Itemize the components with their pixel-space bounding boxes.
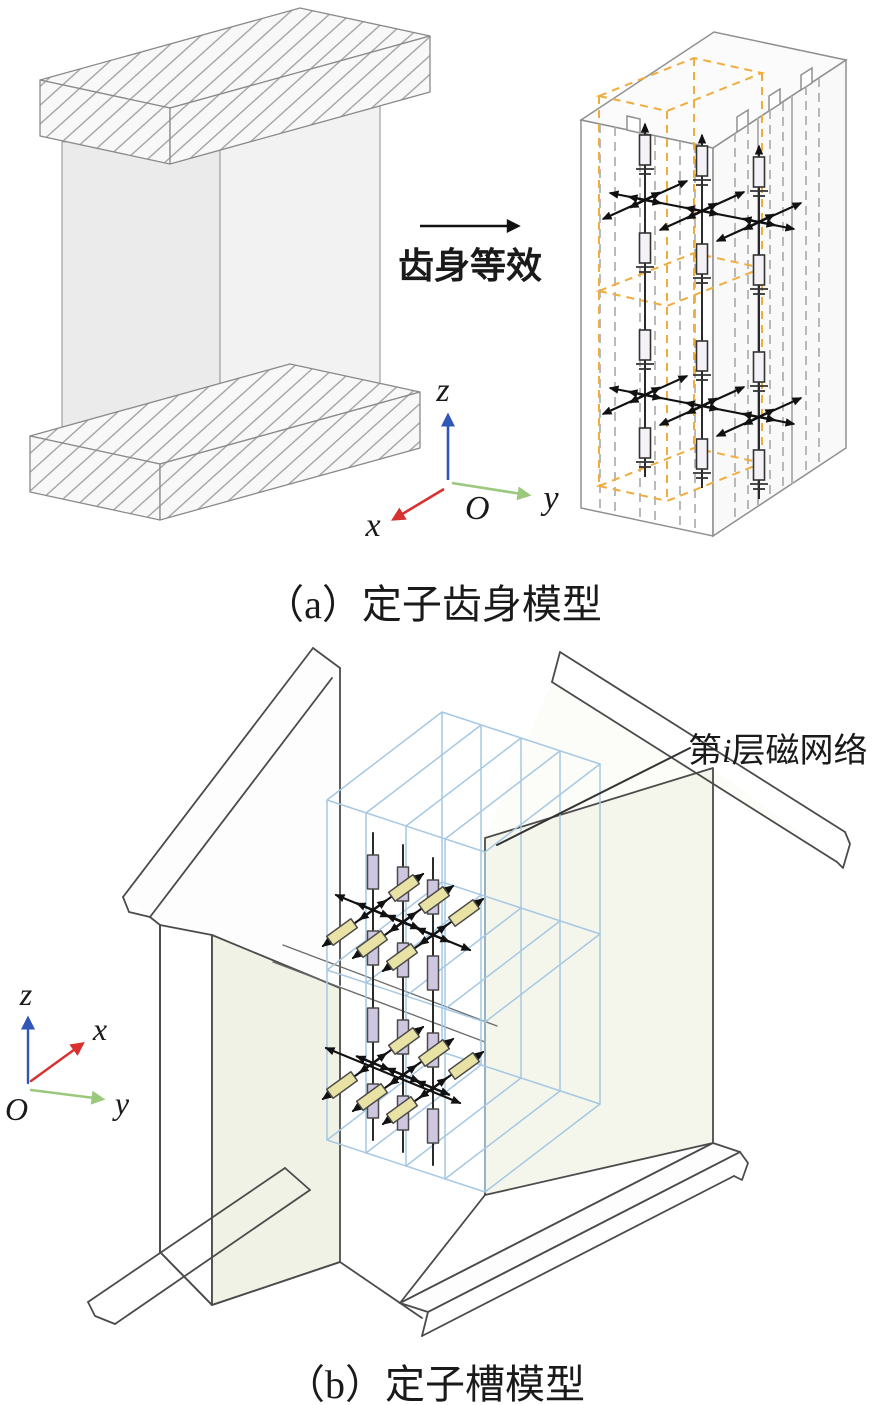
left-tooth-outline: [87, 647, 341, 1325]
panel-a-caption: （a）定子齿身模型: [264, 582, 602, 627]
z-axis-label: z: [435, 372, 449, 409]
coordinate-axes-b: z x y O: [5, 976, 130, 1127]
equivalence-arrow-group: 齿身等效: [398, 219, 542, 286]
layer-annotation: 第i层磁网络: [496, 732, 867, 846]
tooth-magnetic-network: [601, 122, 803, 499]
y-axis-label: y: [540, 480, 559, 517]
x-axis-arrow-b: [29, 1041, 85, 1083]
x-axis-arrow: [390, 487, 445, 521]
annotation-index: i: [722, 733, 731, 770]
right-tooth-front-face: [484, 767, 714, 1196]
origin-label: O: [465, 490, 490, 527]
y-axis-arrow-b: [29, 1088, 106, 1105]
origin-label-b: O: [5, 1091, 28, 1127]
panel-b-stator-slot-model: 第i层磁网络 z x y O （b）定子槽模型: [5, 647, 867, 1405]
right-tooth-outline: [339, 651, 851, 1337]
x-axis-label-b: x: [92, 1011, 107, 1047]
y-axis-arrow: [451, 481, 532, 501]
annotation-text: 第i层磁网络: [688, 732, 867, 770]
panel-b-caption: （b）定子槽模型: [285, 1362, 585, 1405]
left-tooth-slot-face-green: [211, 934, 341, 1306]
panel-a-stator-tooth-model: 齿身等效 z y x O: [29, 7, 848, 627]
slot-inner-edges: [272, 944, 498, 1043]
annotation-suffix: 层磁网络: [731, 732, 867, 770]
tooth-bottom-flange-hatched: [29, 363, 421, 521]
annotation-leader-line: [496, 747, 691, 846]
tooth-equivalent-network-model: [579, 31, 848, 538]
slot-magnetic-network: [321, 832, 485, 1166]
annotation-prefix: 第: [688, 732, 722, 770]
left-tooth-fill: [123, 648, 340, 985]
equivalence-arrow-label: 齿身等效: [398, 246, 542, 286]
y-axis-label-b: y: [112, 1085, 130, 1121]
coordinate-axes-a: z y x O: [364, 372, 559, 544]
z-axis-label-b: z: [19, 976, 33, 1012]
x-axis-label: x: [364, 507, 380, 544]
tooth-top-flange-hatched: [39, 7, 431, 165]
tooth-body-3d-model: [29, 7, 431, 521]
